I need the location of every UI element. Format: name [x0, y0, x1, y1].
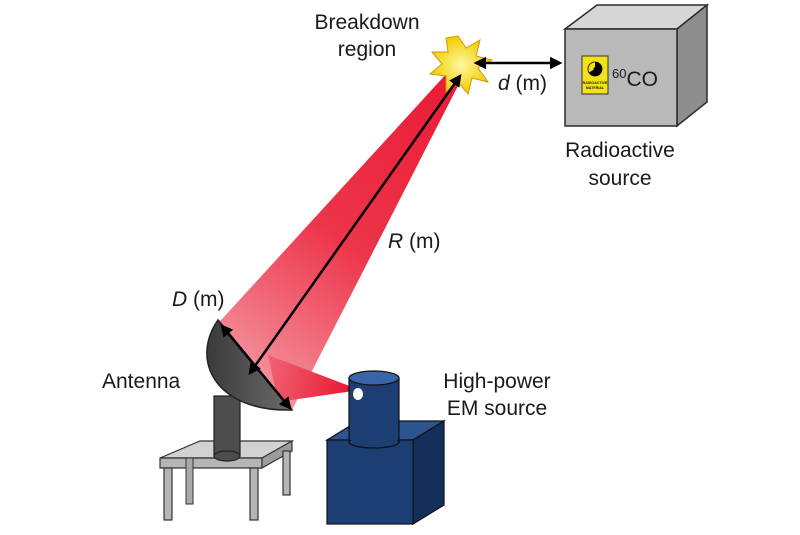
range-r-arrow [248, 73, 462, 376]
isotope-symbol: CO [626, 68, 658, 91]
warning-label-line2: MATERIAL [586, 86, 605, 90]
range-r-symbol: R [388, 230, 403, 253]
radioactive-source-label-line2: source [588, 167, 651, 190]
em-source-aperture [353, 388, 363, 400]
diameter-dia-unit: (m) [187, 288, 224, 311]
em-source-cylinder [348, 370, 400, 449]
em-source-label-line1: High-power [443, 370, 550, 393]
distance-d-symbol: d [498, 72, 511, 95]
em-source-label-line2: EM source [447, 397, 547, 420]
breakdown-label-line2: region [338, 38, 396, 61]
radiation-trefoil-icon [587, 61, 603, 77]
antenna-pole [213, 395, 241, 462]
diameter-dia-label: D (m) [172, 288, 225, 311]
diameter-dia-symbol: D [172, 288, 187, 311]
antenna-label: Antenna [102, 370, 181, 393]
radioactive-warning-label: RADIOACTIVE MATERIAL [581, 55, 609, 95]
warning-label-line1: RADIOACTIVE [583, 81, 608, 85]
range-r-label: R (m) [388, 230, 441, 253]
distance-d-unit: (m) [510, 72, 547, 95]
radioactive-source-label-line1: Radioactive [565, 139, 675, 162]
diameter-dia-arrow [220, 324, 292, 410]
distance-d-label: d (m) [498, 72, 547, 95]
breakdown-label-line1: Breakdown [314, 11, 419, 34]
starburst-icon [428, 35, 494, 96]
isotope-mass: 60 [612, 66, 626, 81]
isotope-label: 60CO [612, 66, 658, 91]
range-r-unit: (m) [403, 230, 440, 253]
